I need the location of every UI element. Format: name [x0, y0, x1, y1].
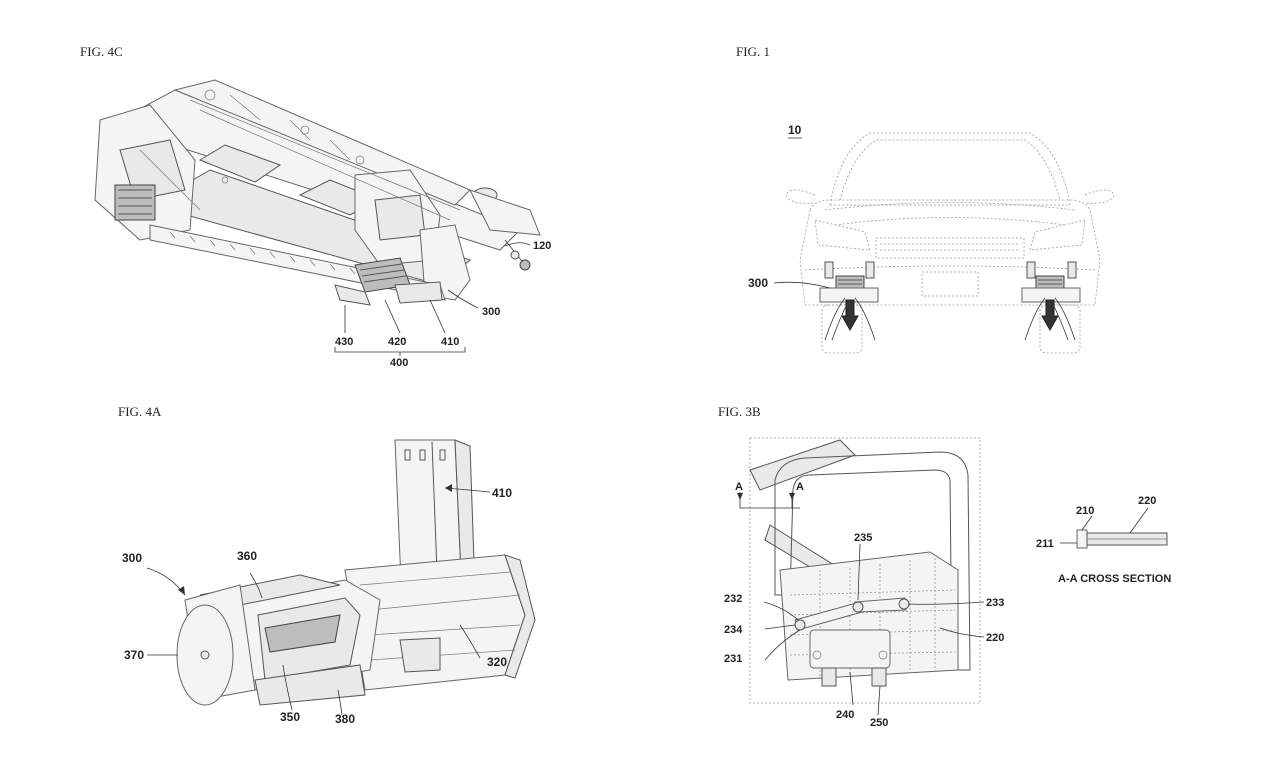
- vehicle-front-drawing: 10 300: [748, 123, 1115, 354]
- label-300: 300: [748, 276, 768, 290]
- label-300: 300: [482, 306, 500, 318]
- label-250: 250: [870, 717, 888, 729]
- label-234: 234: [724, 624, 743, 636]
- label-370: 370: [124, 648, 144, 662]
- figure-4a-title: FIG. 4A: [118, 404, 162, 419]
- label-320: 320: [487, 655, 507, 669]
- label-430: 430: [335, 336, 353, 348]
- figure-1-title: FIG. 1: [736, 44, 770, 59]
- section-label-a-right: A: [796, 481, 804, 493]
- label-410: 410: [492, 486, 512, 500]
- label-410: 410: [441, 336, 459, 348]
- label-235: 235: [854, 532, 872, 544]
- figure-3b-title: FIG. 3B: [718, 404, 761, 419]
- label-232: 232: [724, 593, 742, 605]
- label-380: 380: [335, 712, 355, 726]
- label-220: 220: [986, 632, 1004, 644]
- section-label-a-left: A: [735, 481, 743, 493]
- label-233: 233: [986, 597, 1004, 609]
- label-220-cross-section: 220: [1138, 495, 1156, 507]
- label-240: 240: [836, 709, 854, 721]
- figure-1-panel: FIG. 1: [640, 0, 1280, 380]
- figure-3b-panel: FIG. 3B: [640, 380, 1280, 759]
- crash-box-drawing: 410 300 360 370 320 350 380: [122, 439, 536, 726]
- figure-4c-title: FIG. 4C: [80, 44, 123, 59]
- label-211: 211: [1036, 538, 1054, 550]
- label-210: 210: [1076, 505, 1094, 517]
- figure-4a-panel: FIG. 4A: [0, 380, 640, 759]
- label-360: 360: [237, 549, 257, 563]
- section-caption: A-A CROSS SECTION: [1058, 573, 1171, 585]
- subframe-drawing: 120 300 430 420 410 400: [94, 79, 551, 369]
- label-120: 120: [533, 240, 551, 252]
- label-420: 420: [388, 336, 406, 348]
- label-400: 400: [390, 357, 408, 369]
- label-231: 231: [724, 653, 742, 665]
- label-10: 10: [788, 123, 802, 137]
- label-350: 350: [280, 710, 300, 724]
- figure-4c-panel: FIG. 4C: [0, 0, 640, 380]
- mounting-assembly-drawing: A A 235 232 233 234 220 231 240 250 210 …: [724, 437, 1171, 729]
- label-300: 300: [122, 551, 142, 565]
